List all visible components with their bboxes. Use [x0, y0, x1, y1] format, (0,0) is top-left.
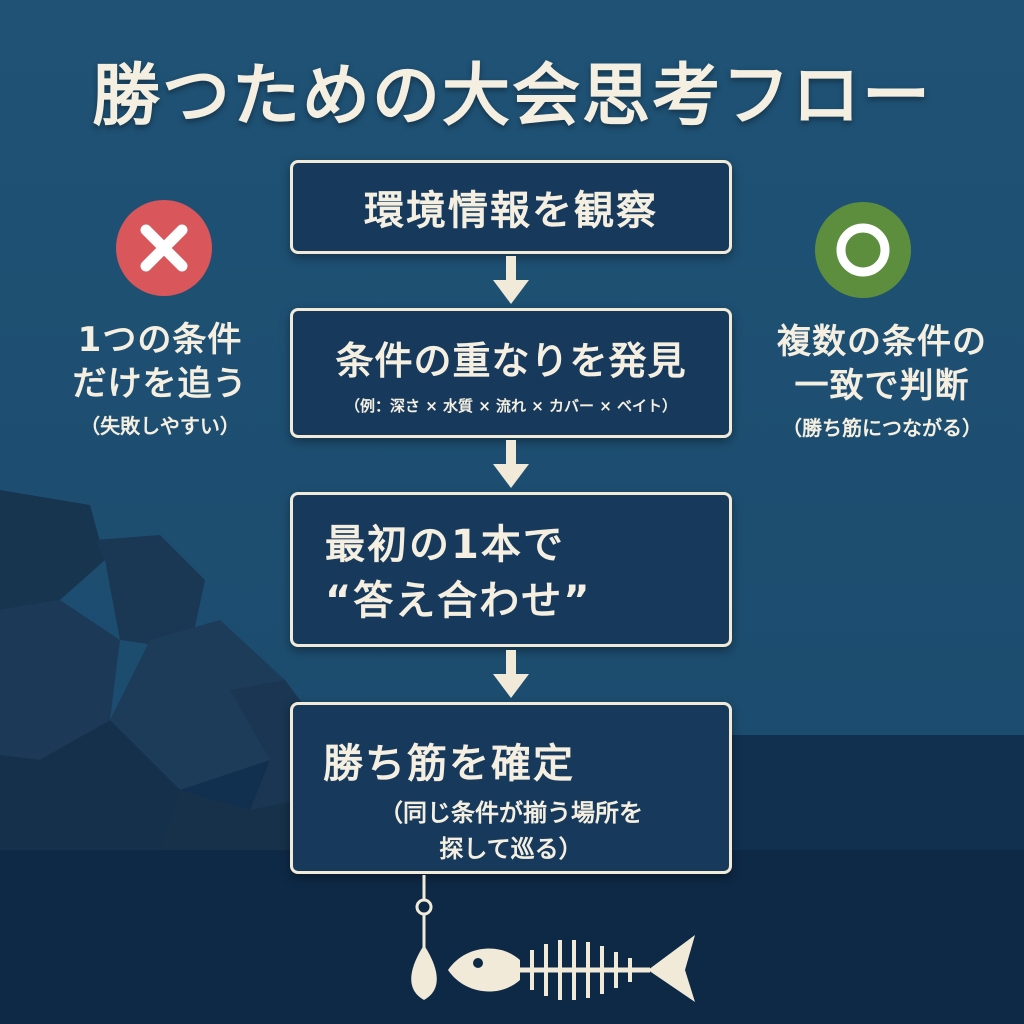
- step4-note: （同じ条件が揃う場所を 探して巡る）: [293, 795, 729, 867]
- bad-approach: 1つの条件 だけを追う （失敗しやすい）: [10, 318, 310, 439]
- flow-step-discover: 条件の重なりを発見 （例：深さ × 水質 × 流れ × カバー × ベイト）: [290, 308, 732, 438]
- good-line2: 一致で判断: [794, 366, 970, 406]
- arrow-down-icon: [493, 650, 529, 698]
- bad-line2: だけを追う: [72, 364, 248, 404]
- bottom-decoration: [411, 875, 695, 1002]
- fishing-lure-icon: [411, 875, 437, 1000]
- flow-step-observe: 環境情報を観察: [290, 160, 732, 254]
- step4-note-line2: 探して巡る）: [439, 835, 583, 863]
- step4-note-line1: （同じ条件が揃う場所を: [379, 799, 643, 827]
- bad-line1: 1つの条件: [77, 320, 243, 360]
- step2-label: 条件の重なりを発見: [335, 339, 687, 383]
- step4-label: 勝ち筋を確定: [323, 741, 575, 787]
- arrow-down-icon: [493, 440, 529, 488]
- fish-skeleton-icon: [448, 935, 695, 1002]
- cross-icon: [116, 200, 212, 296]
- step2-example: （例：深さ × 水質 × 流れ × カバー × ベイト）: [344, 397, 678, 415]
- step1-label: 環境情報を観察: [364, 188, 658, 234]
- flow-step-verify: 最初の1本で “答え合わせ”: [290, 492, 732, 647]
- step3-line1: 最初の1本で: [325, 522, 565, 568]
- arrow-down-icon: [493, 256, 529, 304]
- good-line1: 複数の条件の: [777, 322, 987, 362]
- step3-line2: “答え合わせ”: [325, 578, 592, 624]
- circle-icon: [815, 202, 911, 298]
- good-note: （勝ち筋につながる）: [782, 416, 982, 440]
- flow-step-confirm: 勝ち筋を確定 （同じ条件が揃う場所を 探して巡る）: [290, 702, 732, 874]
- step3-text: 最初の1本で “答え合わせ”: [325, 517, 592, 629]
- bad-note: （失敗しやすい）: [80, 414, 240, 438]
- page-title: 勝つための大会思考フロー: [91, 57, 932, 136]
- good-approach: 複数の条件の 一致で判断 （勝ち筋につながる）: [740, 320, 1024, 441]
